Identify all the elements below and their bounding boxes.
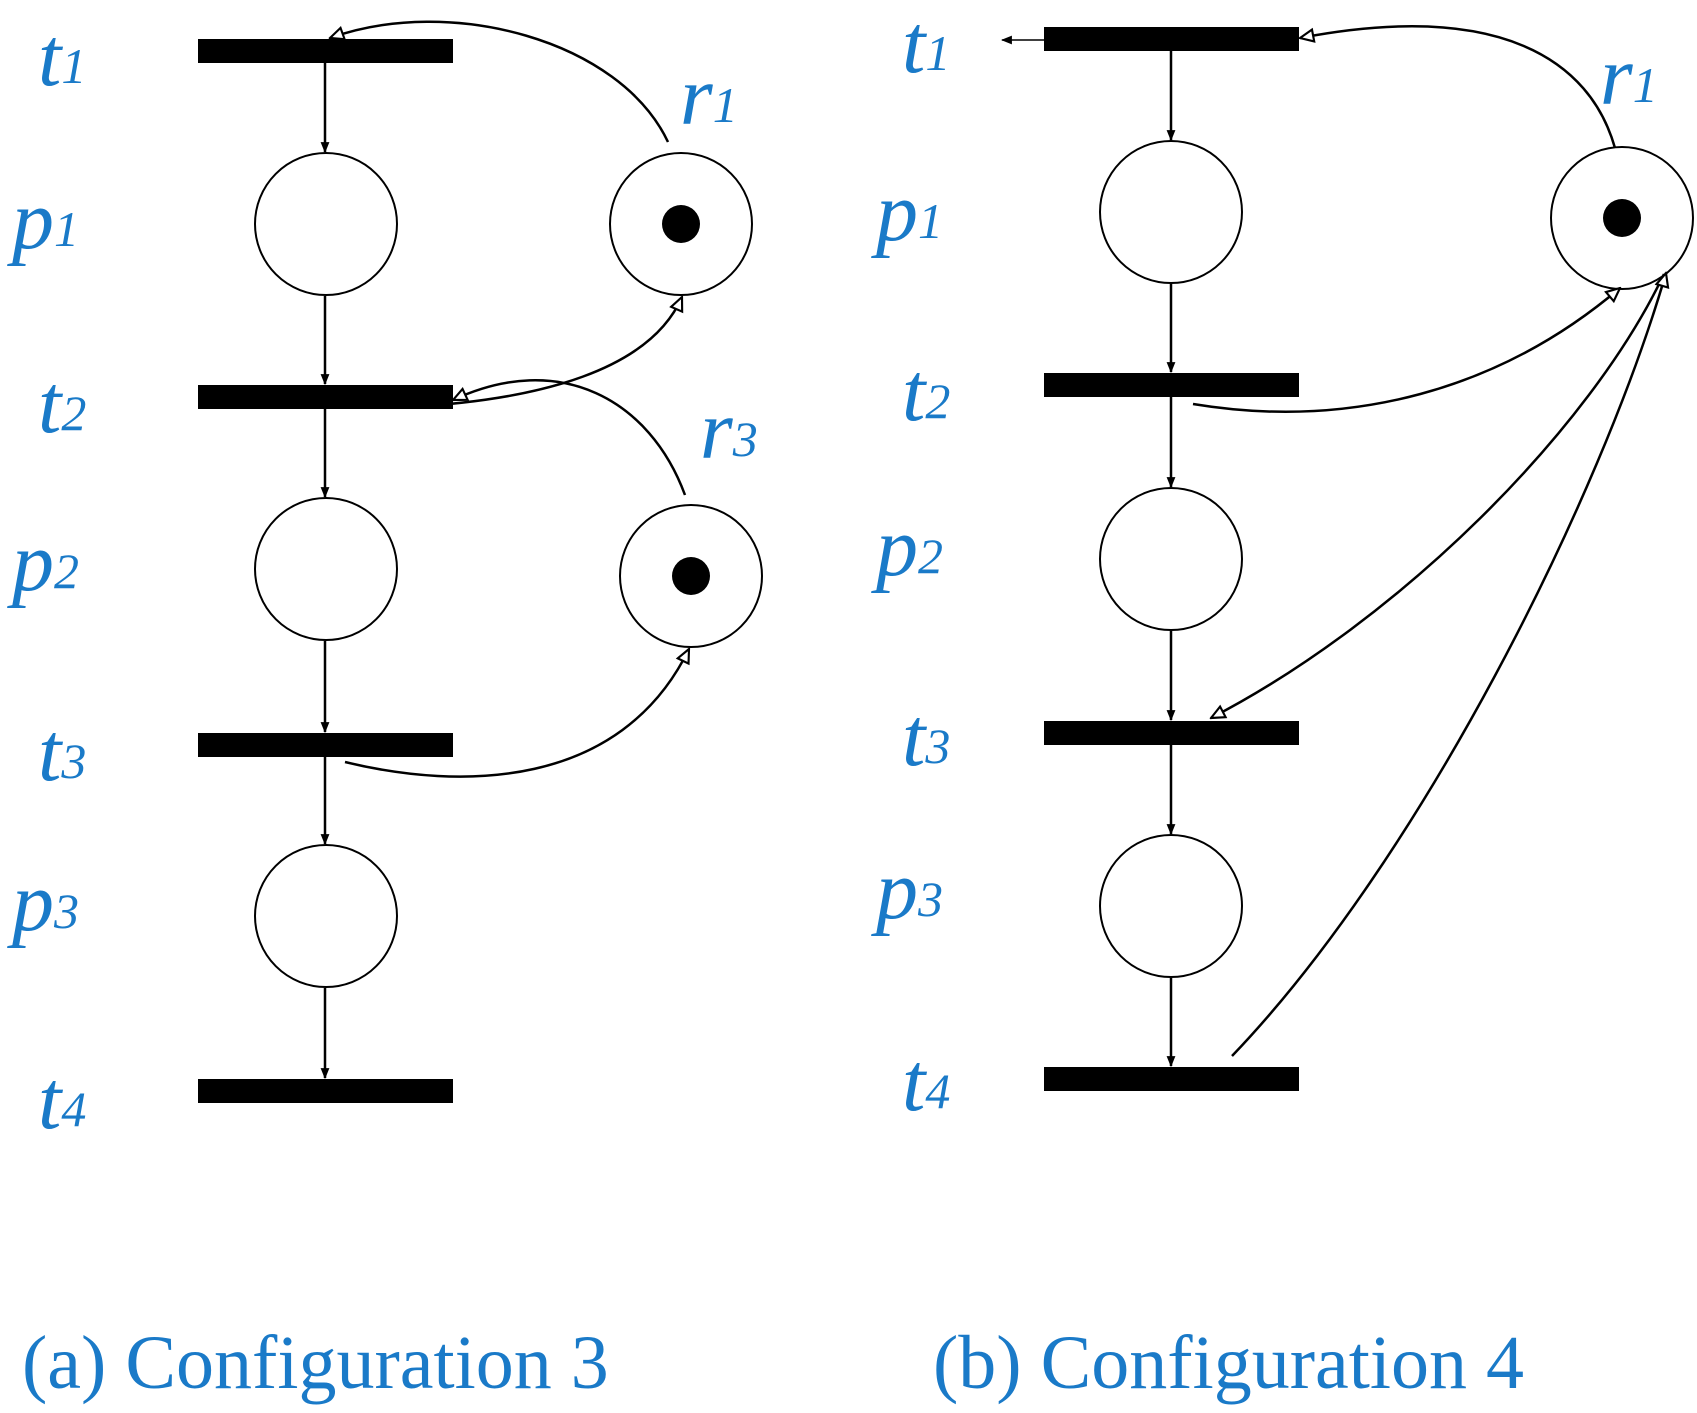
label-t4: t4 [38,1054,86,1147]
label-t2: t2 [38,358,86,451]
arc-r1-t1 [1300,25,1617,149]
arc-r1-t1 [330,20,670,143]
place-p1-circle [1099,140,1243,284]
label-t3: t3 [902,691,950,784]
transition-t1-bar [1044,27,1299,51]
label-p2: p2 [871,501,943,594]
label-t1: t1 [38,11,86,104]
label-t3: t3 [38,706,86,799]
arc-t2-r1 [407,297,682,409]
label-p3: p3 [7,856,79,949]
panel-configuration-3: t1 p1 t2 p2 t3 p3 t4 r1 r3 (a) Configura… [7,11,763,1405]
arc-t3-r3 [344,649,689,778]
label-t4: t4 [902,1036,950,1129]
arc-t4-r1 [1231,273,1666,1057]
arc-r3-t2 [453,379,687,496]
label-r1: r1 [1600,30,1658,123]
caption-a: (a) Configuration 3 [22,1321,609,1405]
label-t1: t1 [902,0,950,91]
place-p2-circle [1099,487,1243,631]
transition-t4-bar [198,1079,453,1103]
transition-t3-bar [1044,721,1299,745]
transition-t3-bar [198,733,453,757]
place-p3-circle [1099,834,1243,978]
label-p1: p1 [871,166,943,259]
label-p2: p2 [7,516,79,609]
label-r1: r1 [680,50,738,143]
transition-t1-bar [198,39,453,63]
arc-r1-t3 [1211,273,1666,718]
place-p3-circle [254,844,398,988]
transition-t2-bar [198,385,453,409]
arc-t2-r1 [1192,288,1620,413]
place-p2-circle [254,497,398,641]
caption-b: (b) Configuration 4 [933,1321,1524,1405]
resource-r1-token [662,205,700,243]
label-p3: p3 [871,844,943,937]
place-p1-circle [254,152,398,296]
transition-t2-bar [1044,373,1299,397]
label-r3: r3 [700,384,758,477]
label-p1: p1 [7,174,79,267]
label-t2: t2 [902,346,950,439]
resource-r3-token [672,557,710,595]
panel-configuration-4: t1 p1 t2 p2 t3 p3 t4 r1 (b) Configuratio… [871,0,1694,1405]
resource-r1-token [1603,199,1641,237]
transition-t4-bar [1044,1067,1299,1091]
